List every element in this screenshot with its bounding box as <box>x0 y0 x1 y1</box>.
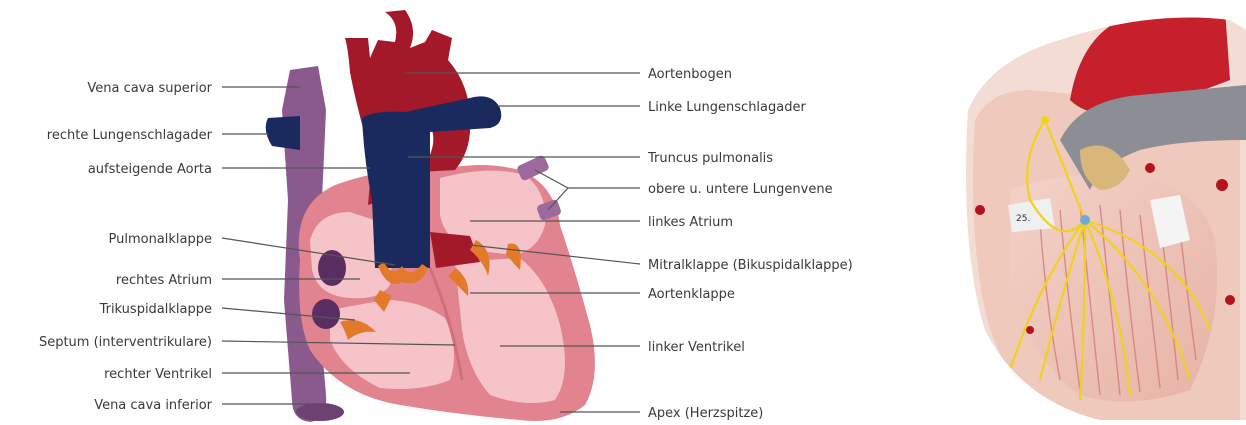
label-lungenvene: obere u. untere Lungenvene <box>648 182 833 197</box>
label-aortenbogen: Aortenbogen <box>648 67 732 82</box>
labels-right: Aortenbogen Linke Lungenschlagader Trunc… <box>647 67 853 421</box>
model-red-spot <box>1026 326 1034 334</box>
model-tag-25-text: 25. <box>1016 214 1030 224</box>
heart-model-photo: 25. <box>960 0 1246 425</box>
label-rechte-lungenschlagader: rechte Lungenschlagader <box>47 128 213 143</box>
model-red-spot <box>1145 163 1155 173</box>
label-vena-cava-inferior: Vena cava inferior <box>94 398 212 413</box>
model-red-spot <box>1225 295 1235 305</box>
vena-cava-inferior-opening <box>296 403 344 421</box>
schematic-heart <box>266 10 595 422</box>
model-av-node <box>1080 215 1090 225</box>
label-apex: Apex (Herzspitze) <box>648 406 763 421</box>
model-sa-node <box>1041 116 1049 124</box>
label-aufsteigende-aorta: aufsteigende Aorta <box>88 162 212 177</box>
label-trikuspidalklappe: Trikuspidalklappe <box>99 302 212 317</box>
model-red-spot <box>975 205 985 215</box>
label-linker-ventrikel: linker Ventrikel <box>648 340 745 355</box>
vena-cava-opening-rv <box>312 299 340 329</box>
right-pulmonary-artery <box>266 116 300 150</box>
label-pulmonalklappe: Pulmonalklappe <box>108 232 212 247</box>
label-linkes-atrium: linkes Atrium <box>648 215 733 230</box>
label-vena-cava-superior: Vena cava superior <box>87 81 212 96</box>
label-rechter-ventrikel: rechter Ventrikel <box>104 367 212 382</box>
label-truncus-pulmonalis: Truncus pulmonalis <box>647 151 773 166</box>
label-aortenklappe: Aortenklappe <box>648 287 735 302</box>
labels-left: Vena cava superior rechte Lungenschlagad… <box>39 81 213 413</box>
label-linke-lungenschlagader: Linke Lungenschlagader <box>648 100 806 115</box>
label-septum: Septum (interventrikulare) <box>39 335 212 350</box>
label-mitralklappe: Mitralklappe (Bikuspidalklappe) <box>648 258 853 273</box>
model-red-spot <box>1216 179 1228 191</box>
label-rechtes-atrium: rechtes Atrium <box>116 273 212 288</box>
